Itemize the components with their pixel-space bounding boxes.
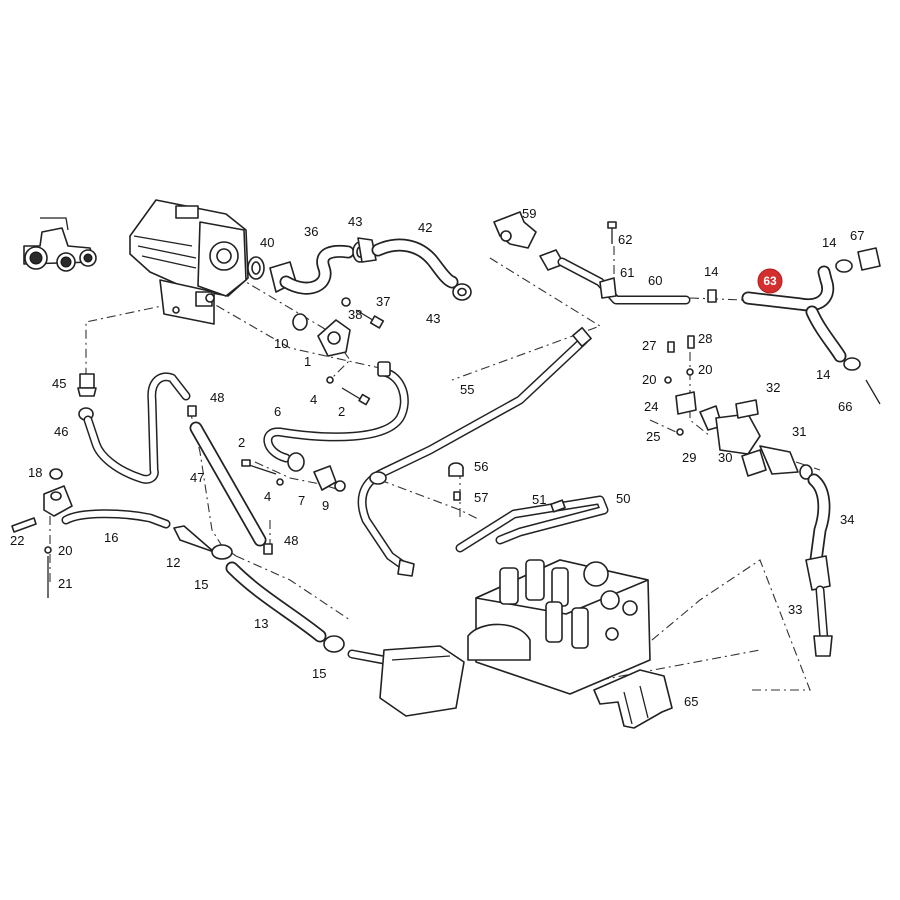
callout-labels: 40 36 43 42 38 37 43 10 1 4 2 6 2 4 7 9 … [10,206,864,709]
callout-48-top: 48 [210,390,224,405]
lube-pipe [455,495,609,553]
callout-2-top: 2 [338,404,345,419]
callout-2-bottom: 2 [238,435,245,450]
main-pipe [357,326,592,577]
callout-15-bottom: 15 [312,666,326,681]
hydraulic-pump [129,199,249,325]
callout-4-bottom: 4 [264,489,271,504]
return-line [77,372,191,484]
callout-32: 32 [766,380,780,395]
callout-43-bottom: 43 [426,311,440,326]
callout-60: 60 [648,273,662,288]
callout-57: 57 [474,490,488,505]
callout-24: 24 [644,399,658,414]
callout-27: 27 [642,338,656,353]
callout-13: 13 [254,616,268,631]
highlight-badge-label: 63 [763,274,777,288]
callout-66: 66 [838,399,852,414]
top-right-pipe [493,211,717,305]
callout-4-top: 4 [310,392,317,407]
callout-10: 10 [274,336,288,351]
callout-67: 67 [850,228,864,243]
callout-18: 18 [28,465,42,480]
callout-45: 45 [52,376,66,391]
highlight-badge-63[interactable]: 63 [757,268,783,294]
callout-56: 56 [474,459,488,474]
callout-47: 47 [190,470,204,485]
callout-25: 25 [646,429,660,444]
callout-37: 37 [376,294,390,309]
callout-15-top: 15 [194,577,208,592]
callout-22: 22 [10,533,24,548]
callout-51: 51 [532,492,546,507]
callout-46: 46 [54,424,68,439]
callout-12: 12 [166,555,180,570]
callout-6: 6 [274,404,281,419]
flange-assembly [241,313,409,492]
callout-65: 65 [684,694,698,709]
callout-48-bottom: 48 [284,533,298,548]
callout-21: 21 [58,576,72,591]
callout-30: 30 [718,450,732,465]
callout-14-top: 14 [822,235,836,250]
callout-33: 33 [788,602,802,617]
callout-59: 59 [522,206,536,221]
callout-20-mid: 20 [642,372,656,387]
callout-50: 50 [616,491,630,506]
callout-7: 7 [298,493,305,508]
callout-34: 34 [840,512,854,527]
callout-36: 36 [304,224,318,239]
hose-63 [741,247,881,405]
tank-hose [211,544,465,717]
callout-38: 38 [348,307,362,322]
small-fittings [448,462,464,501]
callout-62: 62 [618,232,632,247]
callout-40: 40 [260,235,274,250]
pressure-hose [805,473,833,657]
callout-55: 55 [460,382,474,397]
highlight-badge-circle [757,268,783,294]
suction-hose [187,405,273,555]
tractor-icon [23,217,97,272]
callout-28: 28 [698,331,712,346]
callout-9: 9 [322,498,329,513]
callout-61: 61 [620,265,634,280]
callout-43-top: 43 [348,214,362,229]
callout-31: 31 [792,424,806,439]
filter-block [11,468,215,598]
control-valve [467,559,651,695]
relief-valve [664,335,813,480]
callout-14-bottom: 14 [816,367,830,382]
bracket [593,669,673,729]
callout-14-mid: 14 [704,264,718,279]
callout-20-right: 20 [698,362,712,377]
callout-29: 29 [682,450,696,465]
callout-16: 16 [104,530,118,545]
callout-42: 42 [418,220,432,235]
pump-outlet-parts [247,237,472,329]
callout-1: 1 [304,354,311,369]
callout-20-left: 20 [58,543,72,558]
